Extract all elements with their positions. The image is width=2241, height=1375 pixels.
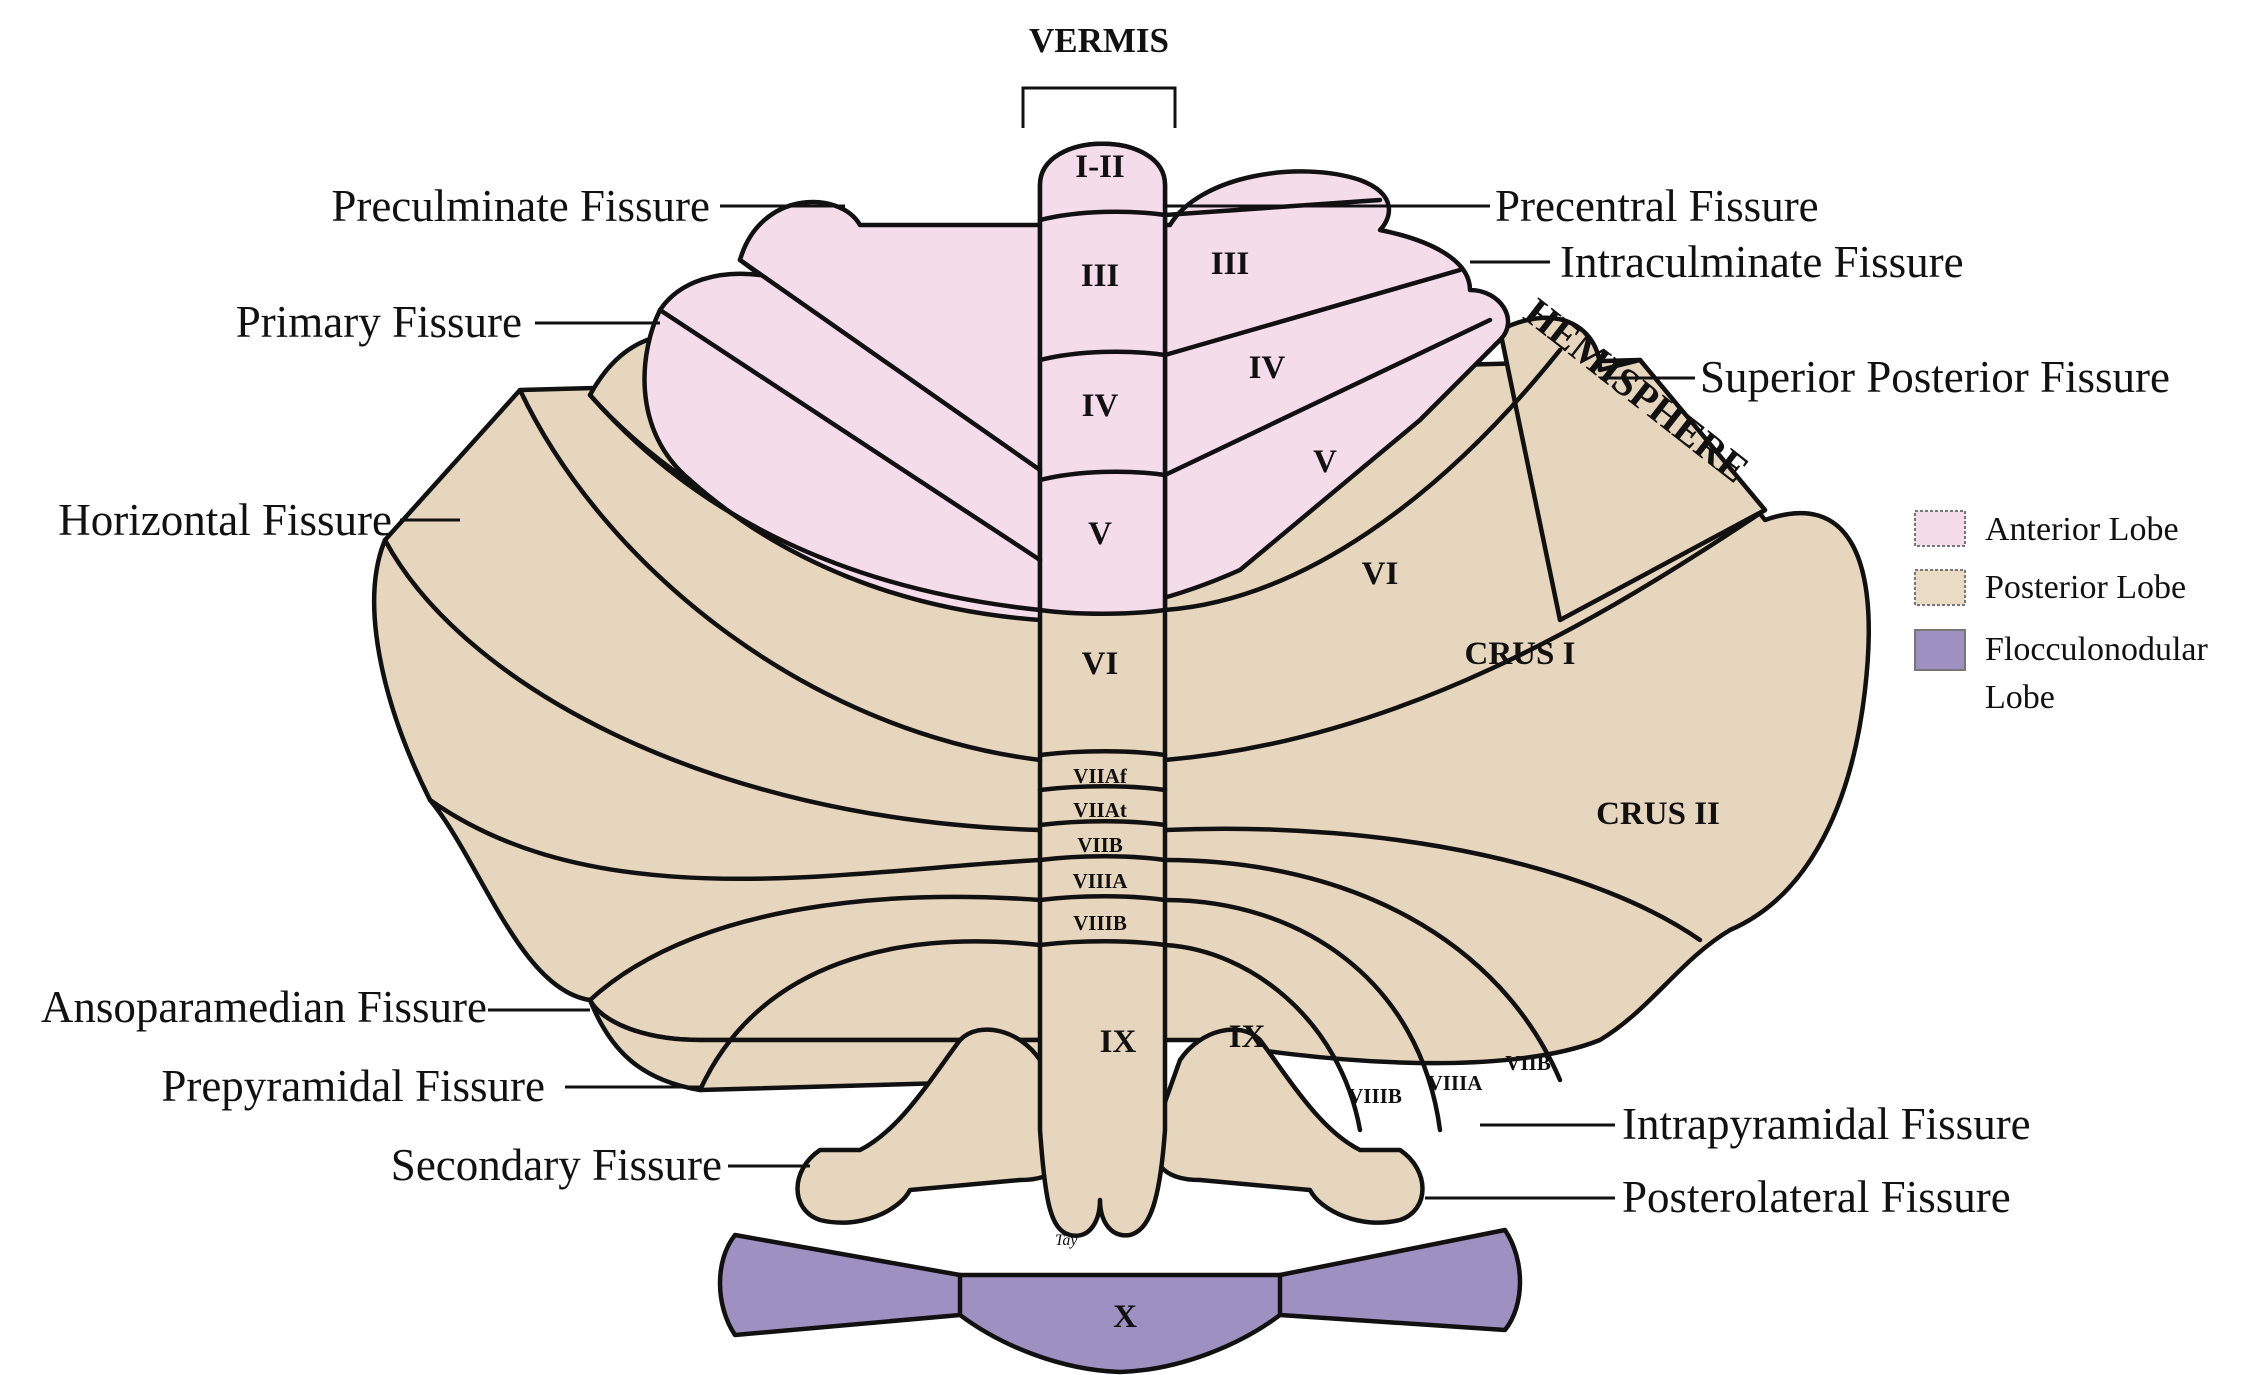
label-ansoparamedian-fissure: Ansoparamedian Fissure bbox=[41, 982, 487, 1032]
label-intrapyramidal-fissure: Intrapyramidal Fissure bbox=[1622, 1099, 2031, 1149]
hemisphere-lobule-VIIB: VIIB bbox=[1505, 1051, 1551, 1075]
hemisphere-lobule-III: III bbox=[1211, 246, 1250, 282]
label-secondary-fissure: Secondary Fissure bbox=[391, 1140, 722, 1190]
label-primary-fissure: Primary Fissure bbox=[236, 297, 522, 347]
label-horizontal-fissure: Horizontal Fissure bbox=[58, 495, 392, 545]
vermis-lobule-VI: VI bbox=[1082, 646, 1119, 682]
vermis-lobule-VIIIB: VIIIB bbox=[1073, 911, 1127, 935]
vermis-bracket bbox=[1023, 88, 1175, 128]
legend: Anterior Lobe Posterior Lobe Flocculonod… bbox=[1915, 511, 2209, 716]
hemisphere-lobule-VIIIA: VIIIA bbox=[1428, 1071, 1484, 1095]
label-precentral-fissure: Precentral Fissure bbox=[1495, 181, 1819, 231]
artist-signature: Tay bbox=[1055, 1232, 1078, 1249]
hemisphere-lobule-V: V bbox=[1313, 444, 1337, 480]
label-posterolateral-fissure: Posterolateral Fissure bbox=[1622, 1172, 2011, 1222]
legend-swatch-anterior bbox=[1915, 511, 1965, 546]
label-superior-posterior-fissure: Superior Posterior Fissure bbox=[1700, 352, 2170, 402]
vermis-lobule-IX: IX bbox=[1100, 1024, 1137, 1060]
hemisphere-lobule-IX: IX bbox=[1229, 1019, 1266, 1055]
vermis-lobule-VIIB: VIIB bbox=[1077, 833, 1123, 857]
hemisphere-lobule-crus-ii: CRUS II bbox=[1596, 796, 1720, 832]
vermis-lobule-III: III bbox=[1081, 258, 1120, 294]
vermis-label: VERMIS bbox=[1029, 21, 1169, 60]
vermis-lobule-V: V bbox=[1088, 516, 1112, 552]
vermis-lobule-VIIAt: VIIAt bbox=[1073, 798, 1127, 822]
legend-swatch-flocculonodular bbox=[1915, 630, 1965, 670]
vermis-lobule-VIIAf: VIIAf bbox=[1073, 764, 1128, 788]
legend-label-flocculonodular: Flocculonodular bbox=[1985, 631, 2209, 668]
legend-swatch-posterior bbox=[1915, 570, 1965, 605]
hemisphere-lobule-VI: VI bbox=[1362, 556, 1399, 592]
legend-label-anterior: Anterior Lobe bbox=[1985, 511, 2179, 548]
label-intraculminate-fissure: Intraculminate Fissure bbox=[1560, 237, 1964, 287]
legend-label-flocculonodular-line2: Lobe bbox=[1985, 679, 2055, 716]
hemisphere-lobule-IV: IV bbox=[1249, 350, 1286, 386]
label-prepyramidal-fissure: Prepyramidal Fissure bbox=[161, 1061, 545, 1111]
vermis-lobule-VIIIA: VIIIA bbox=[1073, 869, 1129, 893]
hemisphere-lobule-VIIIB: VIIIB bbox=[1348, 1084, 1402, 1108]
vermis-lobule-IV: IV bbox=[1082, 388, 1119, 424]
hemisphere-lobule-crus-i: CRUS I bbox=[1465, 636, 1576, 672]
label-preculminate-fissure: Preculminate Fissure bbox=[331, 181, 710, 231]
legend-label-posterior: Posterior Lobe bbox=[1985, 569, 2186, 606]
vermis-lobule-X: X bbox=[1113, 1299, 1137, 1335]
vermis-lobule-I-II: I-II bbox=[1075, 149, 1125, 185]
